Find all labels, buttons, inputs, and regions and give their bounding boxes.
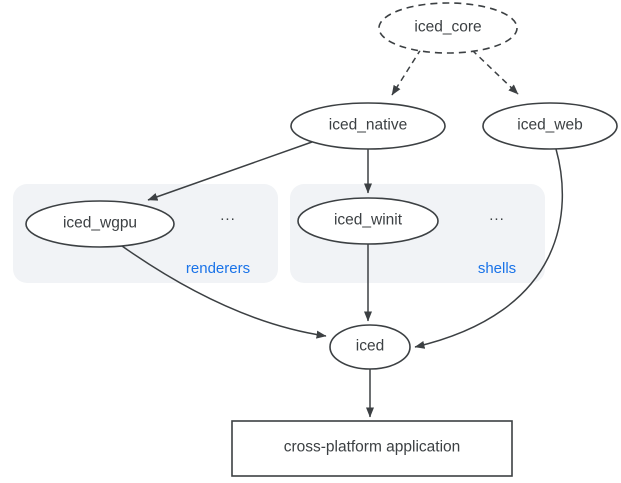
node-iced-core [378,2,518,54]
node-iced-wgpu [25,200,175,248]
renderers-ellipsis: ... [220,207,236,224]
node-iced-native [290,102,446,150]
node-iced-native-label: iced_native [328,116,408,134]
node-iced-wgpu-label: iced_wgpu [62,214,138,232]
node-iced-label: iced [355,337,385,355]
shells-group-label: shells [477,260,517,277]
node-application [231,420,513,477]
edge-iced-web-to-iced [414,148,564,349]
shells-ellipsis: ... [489,207,505,224]
edge-iced-core-to-iced-native [391,48,422,96]
edge-iced-native-to-iced-wgpu [147,141,313,201]
node-iced-winit-label: iced_winit [333,211,403,229]
node-iced [329,324,411,370]
node-iced-web [482,102,618,150]
node-application-label: cross-platform application [283,438,461,456]
node-iced-web-label: iced_web [517,116,583,134]
node-iced-core-label: iced_core [414,18,482,36]
renderers-group-label: renderers [185,260,251,277]
node-iced-winit [297,197,439,245]
edge-iced-core-to-iced-web [471,49,519,95]
edge-iced-wgpu-to-iced [121,245,327,339]
